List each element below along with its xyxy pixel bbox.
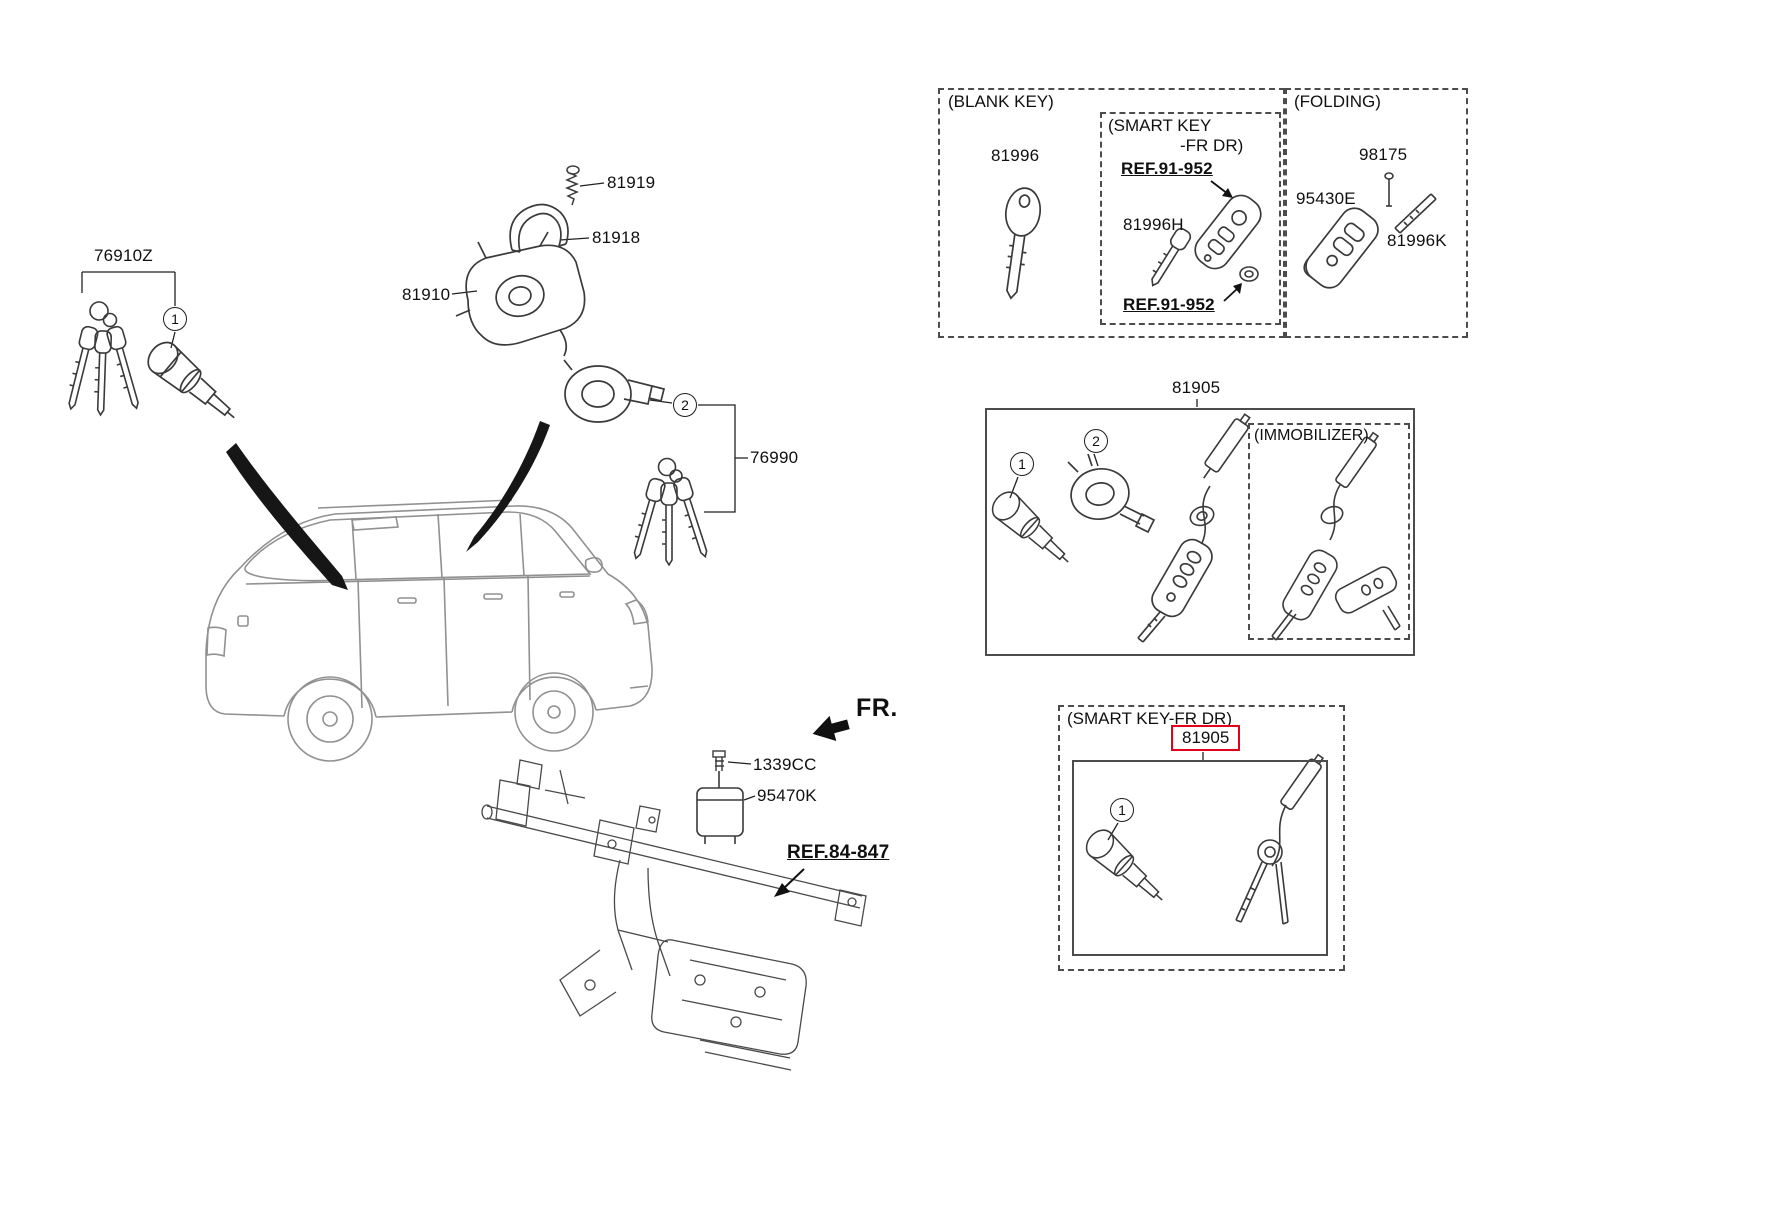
pin-98175 xyxy=(1384,172,1394,207)
part-label-81910: 81910 xyxy=(402,285,451,304)
part-label-81996h: 81996H xyxy=(1123,215,1184,234)
leader-lines xyxy=(81,182,1204,841)
part-label-1339cc: 1339CC xyxy=(753,755,817,774)
part-label-95430e: 95430E xyxy=(1296,189,1356,208)
immobilizer-inset-art xyxy=(1271,431,1401,641)
screw-81919 xyxy=(564,165,580,206)
smart-key-fob xyxy=(1194,194,1262,270)
ref-91-952-bottom-arrow xyxy=(1223,283,1242,302)
instrument-panel-frame xyxy=(481,759,867,1071)
ignition-coil-81905 xyxy=(1067,453,1156,534)
key-blade-81996h xyxy=(1151,227,1192,287)
ref-91-952-top-arrow xyxy=(1210,180,1233,198)
pointer-arrow-keys xyxy=(226,443,348,590)
immobilizer-panel: (IMMOBILIZER) xyxy=(1248,423,1410,640)
door-lock-cylinder-bottom xyxy=(1085,829,1163,901)
clamp-81918 xyxy=(509,203,569,253)
ref-84-847-arrow xyxy=(774,868,805,897)
steering-lock-81910 xyxy=(455,231,586,357)
folding-key-fob-95430e xyxy=(1303,207,1379,289)
immobilizer-panel-title: (IMMOBILIZER) xyxy=(1254,427,1369,444)
part-label-81919: 81919 xyxy=(607,173,656,192)
fr-direction-label: FR. xyxy=(856,694,898,722)
smart-key-fr-dr-panel: (SMART KEY-FR DR) xyxy=(1058,705,1345,971)
pointer-arrow-ignition xyxy=(466,421,550,552)
ref-label-84-847: REF.84-847 xyxy=(787,842,890,863)
ignition-immobilizer-coil xyxy=(563,359,666,423)
part-label-81996k: 81996K xyxy=(1387,231,1447,250)
smart-key-antenna-bottom xyxy=(1235,753,1325,925)
door-lock-cylinder-81905 xyxy=(991,491,1069,563)
part-label-81996: 81996 xyxy=(991,146,1040,165)
smart-key-fr-dr-title: (SMART KEY-FR DR) xyxy=(1067,709,1232,728)
part-label-81918: 81918 xyxy=(592,228,641,247)
immobilizer-antenna-81905 xyxy=(1189,413,1251,544)
fr-direction-arrow xyxy=(812,715,850,742)
blank-key-81996 xyxy=(1004,187,1042,300)
blank-key-panel: (BLANK KEY) xyxy=(938,88,1285,338)
part-link-81905-highlighted[interactable]: 81905 xyxy=(1171,725,1241,751)
callout-2-ignition: 2 xyxy=(673,393,697,417)
ref-label-91-952-bottom: REF.91-952 xyxy=(1123,295,1215,314)
folding-panel-title: (FOLDING) xyxy=(1294,92,1381,111)
callout-1-smartkey-panel: 1 xyxy=(1110,798,1134,822)
callout-1-door-lock: 1 xyxy=(163,307,187,331)
part-label-76910z: 76910Z xyxy=(94,246,153,265)
part-label-81905: 81905 xyxy=(1172,378,1221,397)
part-label-76990: 76990 xyxy=(750,448,799,467)
callout-1-keyset-panel: 1 xyxy=(1010,452,1034,476)
door-lock-cylinder xyxy=(147,341,235,419)
smart-key-fr-dr-inner-box xyxy=(1072,760,1328,956)
bolt-1339cc xyxy=(712,750,726,771)
ref-label-91-952-top: REF.91-952 xyxy=(1121,159,1213,178)
car-illustration xyxy=(205,499,653,762)
grommet-ring xyxy=(1239,266,1259,282)
smart-key-inset-title-line1: (SMART KEY xyxy=(1108,116,1212,135)
key-set-76990 xyxy=(633,457,708,567)
key-set-81905-panel xyxy=(985,408,1415,656)
remote-key-81905 xyxy=(1137,538,1213,643)
folding-key-panel: (FOLDING) xyxy=(1285,88,1468,338)
smart-key-inset-panel: (SMART KEY -FR DR) xyxy=(1100,112,1281,325)
key-blade-81996k xyxy=(1394,193,1437,234)
smart-key-inset-title-line2: -FR DR) xyxy=(1180,136,1244,155)
smart-key-module-95470k xyxy=(696,771,744,844)
part-label-95470k: 95470K xyxy=(757,786,817,805)
callout-2-keyset-panel: 2 xyxy=(1084,429,1108,453)
blank-key-panel-title: (BLANK KEY) xyxy=(948,92,1054,111)
part-label-98175: 98175 xyxy=(1359,145,1408,164)
key-set-76910z xyxy=(68,301,139,417)
